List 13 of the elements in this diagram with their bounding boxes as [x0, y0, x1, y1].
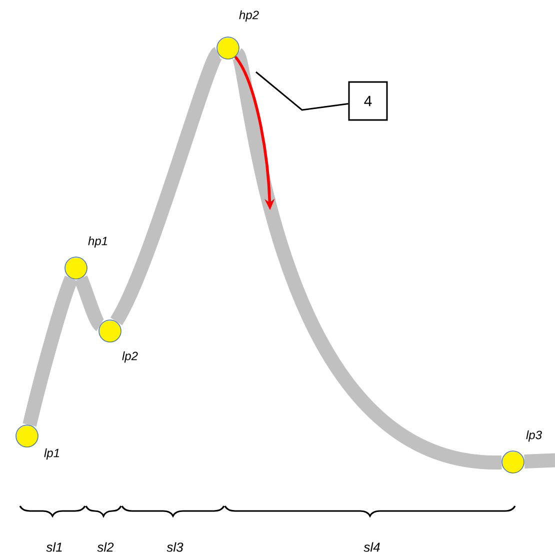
curve-segment [110, 49, 224, 325]
segment-label: sl1 [46, 542, 62, 552]
point-label: lp1 [44, 448, 59, 460]
curve-segment [74, 276, 106, 330]
point-label: lp3 [526, 430, 542, 442]
segment-label: sl2 [97, 542, 114, 552]
segment-label: sl3 [166, 542, 184, 552]
point-label: lp2 [122, 351, 138, 363]
curve-segment [22, 276, 78, 427]
point-label: hp2 [239, 10, 259, 22]
segment-label: sl4 [364, 542, 380, 552]
point-label: hp1 [88, 236, 107, 248]
curve-segment [524, 453, 555, 468]
